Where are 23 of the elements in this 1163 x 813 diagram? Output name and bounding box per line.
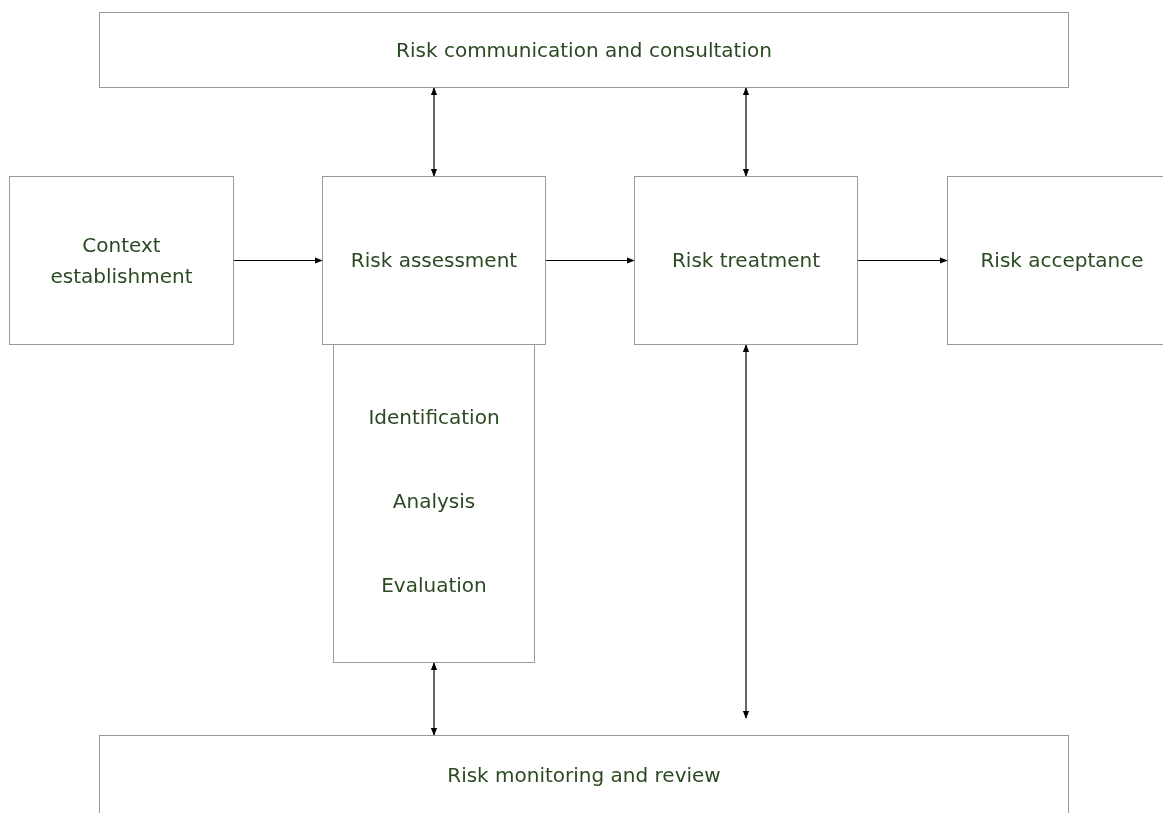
arrow — [857, 257, 948, 264]
box-label: Risk treatment — [671, 247, 821, 274]
box-label: Analysis — [392, 487, 476, 515]
process-box — [634, 176, 858, 345]
process-box — [99, 735, 1069, 813]
box-label: Risk acceptance — [980, 247, 1144, 274]
arrow — [742, 87, 750, 177]
process-box — [322, 176, 546, 345]
arrow — [430, 87, 438, 177]
box-label: Context establishment — [49, 231, 194, 290]
box-label: Risk assessment — [350, 247, 518, 274]
arrow — [742, 344, 750, 719]
box-label: Risk communication and consultation — [396, 36, 772, 64]
arrow — [430, 662, 438, 736]
box-label: Risk monitoring and review — [447, 762, 721, 789]
arrow — [545, 257, 635, 264]
box-label: Evaluation — [381, 571, 487, 599]
arrow — [233, 257, 323, 264]
process-box — [947, 176, 1163, 345]
process-box — [99, 12, 1069, 88]
process-box — [333, 344, 535, 663]
process-box — [9, 176, 234, 345]
box-label: Identification — [368, 403, 500, 431]
